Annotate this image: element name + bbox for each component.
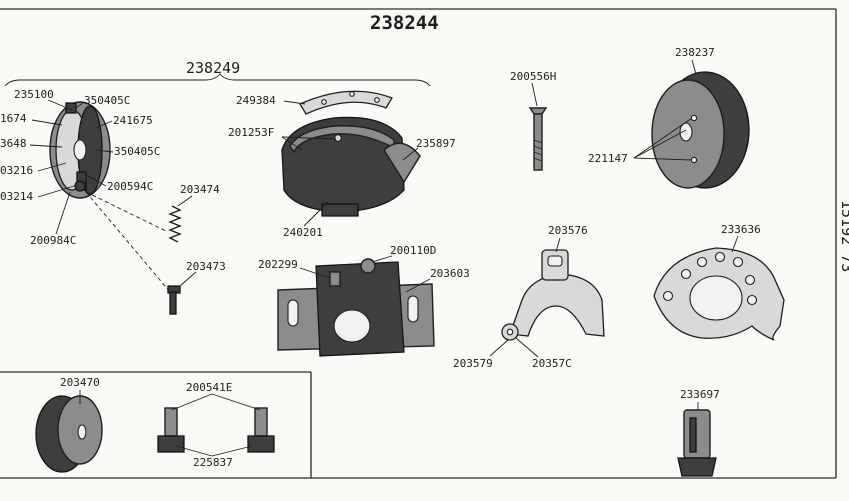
spring-203474: 203474 — [168, 183, 220, 243]
label-200556h: 200556H — [510, 70, 556, 83]
label-350405c-a: 350405C — [84, 94, 130, 107]
label-233636: 233636 — [721, 223, 761, 236]
bobbin-base-238237: 238237 221147 — [588, 46, 750, 189]
spool-203470: 203470 — [35, 376, 103, 473]
label-203473: 203473 — [186, 260, 226, 273]
tension-labels: 235100 350405C 1674 241675 3648 350405C … — [0, 88, 160, 247]
stop-203473: 203473 — [167, 260, 226, 315]
base-203603: 202299 200110D 203603 — [258, 244, 470, 357]
gear-233697: 233697 — [677, 388, 720, 477]
label-203474: 203474 — [180, 183, 220, 196]
label-200594c: 200594C — [107, 180, 153, 193]
label-233697: 233697 — [680, 388, 720, 401]
label-200541e: 200541E — [186, 381, 232, 394]
label-200984c: 200984C — [30, 234, 76, 247]
label-203216: 03216 — [0, 164, 33, 177]
latch-203576: 203576 203579 20357C — [453, 224, 605, 370]
label-350405c-b: 350405C — [114, 145, 160, 158]
label-200110d: 200110D — [390, 244, 436, 257]
label-202299: 202299 — [258, 258, 298, 271]
label-241674: 1674 — [0, 112, 27, 125]
label-203214: 03214 — [0, 190, 33, 203]
label-221147: 221147 — [588, 152, 628, 165]
label-225837: 225837 — [193, 456, 233, 469]
frame — [0, 8, 837, 479]
dashed-guide — [85, 191, 171, 293]
screw-pair-200541e: 200541E 225837 — [157, 381, 275, 469]
label-201253f: 201253F — [228, 126, 274, 139]
label-203603: 203603 — [430, 267, 470, 280]
label-240201: 240201 — [283, 226, 323, 239]
label-203576: 203576 — [548, 224, 588, 237]
label-236648: 3648 — [0, 137, 27, 150]
label-238237: 238237 — [675, 46, 715, 59]
assembly-title: 238244 — [370, 12, 439, 34]
label-203578: 20357C — [532, 357, 572, 370]
group-bracket — [4, 73, 431, 87]
screw-200556h: 200556H — [510, 70, 556, 171]
label-235897: 235897 — [416, 137, 456, 150]
latch-233636: 233636 — [653, 223, 785, 341]
label-241675: 241675 — [113, 114, 153, 127]
label-235100: 235100 — [14, 88, 54, 101]
side-text: 15192 73 — [838, 200, 849, 272]
rotary-hook: 249384 201253F 235897 240201 — [228, 90, 456, 239]
label-203470: 203470 — [60, 376, 100, 389]
label-203579: 203579 — [453, 357, 493, 370]
label-249384: 249384 — [236, 94, 276, 107]
group-title: 238249 — [186, 59, 240, 77]
